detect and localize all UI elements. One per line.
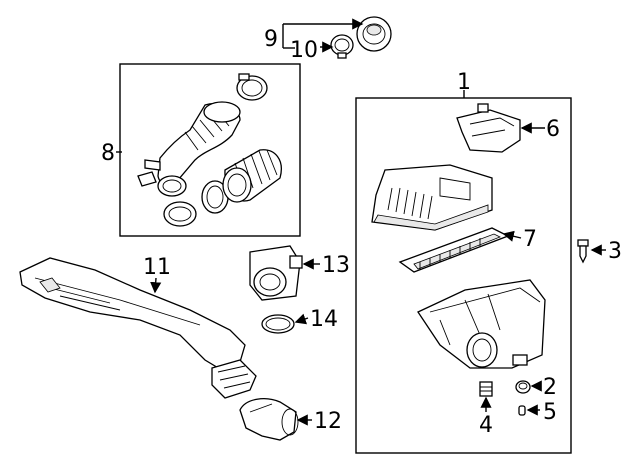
insulator-part-4[interactable] xyxy=(479,381,493,397)
grommet-part-2[interactable] xyxy=(515,380,531,394)
callout-14: 14 xyxy=(310,307,338,332)
air-cleaner-cover[interactable] xyxy=(371,164,493,231)
callout-4: 4 xyxy=(479,413,493,438)
clip-part-3[interactable] xyxy=(577,239,589,264)
callout-5: 5 xyxy=(543,400,557,425)
callout-6: 6 xyxy=(546,117,560,142)
bracket-part-6[interactable] xyxy=(456,103,521,153)
callout-9: 9 xyxy=(264,27,278,52)
elbow-part-12[interactable] xyxy=(239,398,299,441)
plug-part-5[interactable] xyxy=(518,405,526,416)
callout-7: 7 xyxy=(523,227,537,252)
callout-8: 8 xyxy=(101,141,115,166)
grommet-part[interactable] xyxy=(356,16,392,52)
intake-duct-part[interactable] xyxy=(137,73,282,227)
air-cleaner-housing[interactable] xyxy=(417,279,546,369)
callout-3: 3 xyxy=(608,239,622,264)
maf-sensor-part[interactable] xyxy=(249,245,303,301)
group-box-1 xyxy=(355,97,572,454)
callout-10: 10 xyxy=(290,38,318,63)
callout-13: 13 xyxy=(322,253,350,278)
group-box-8 xyxy=(119,63,301,237)
callout-1: 1 xyxy=(457,70,471,95)
filter-element-part[interactable] xyxy=(398,227,510,273)
o-ring-part[interactable] xyxy=(261,314,295,334)
air-duct-part[interactable] xyxy=(19,257,257,399)
callout-11: 11 xyxy=(143,255,171,280)
callout-12: 12 xyxy=(314,409,342,434)
clamp-part-10[interactable] xyxy=(330,34,354,59)
callout-2: 2 xyxy=(543,375,557,400)
leader-lines xyxy=(116,18,606,426)
